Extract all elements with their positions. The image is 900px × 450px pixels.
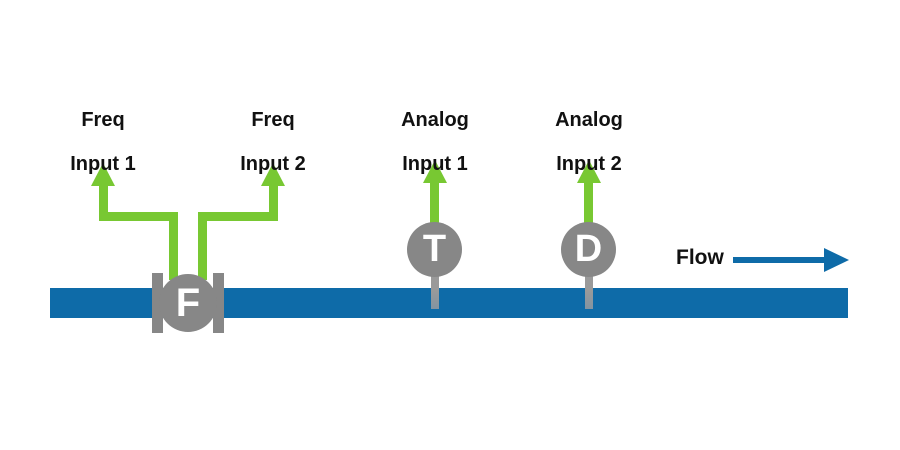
analog-input-1-label-line2: Input 1 bbox=[402, 153, 468, 175]
flow-meter-right-flange bbox=[213, 273, 224, 333]
freq-input-1-arrow-icon bbox=[91, 163, 115, 186]
density-sensor-icon: D bbox=[561, 222, 616, 277]
freq-input-2-label-line1: Freq bbox=[251, 109, 295, 131]
temperature-sensor-icon: T bbox=[407, 222, 462, 277]
flow-meter-left-flange bbox=[152, 273, 163, 333]
freq-input-1-label-line2: Input 1 bbox=[70, 153, 136, 175]
analog-input-2-arrow-icon bbox=[577, 160, 601, 183]
freq-input-2-label: Freq Input 2 bbox=[203, 109, 343, 175]
analog-input-2-label-line1: Analog bbox=[555, 109, 623, 131]
freq-input-1-label: Freq Input 1 bbox=[33, 109, 173, 175]
density-sensor-letter: D bbox=[574, 228, 603, 270]
flow-meter-letter: F bbox=[175, 280, 201, 325]
freq1-arrow-stem bbox=[99, 183, 108, 221]
freq1-signal-line-vertical bbox=[169, 212, 178, 280]
freq-input-2-arrow-icon bbox=[261, 163, 285, 186]
freq2-signal-line-vertical bbox=[198, 212, 207, 280]
freq2-arrow-stem bbox=[269, 183, 278, 221]
flow-meter-icon: F bbox=[159, 274, 217, 332]
analog-input-1-label: Analog Input 1 bbox=[365, 109, 505, 175]
analog-input-1-arrow-icon bbox=[423, 160, 447, 183]
freq1-signal-line-horizontal bbox=[99, 212, 178, 221]
flow-arrow-shaft bbox=[733, 257, 825, 263]
freq-input-2-label-line2: Input 2 bbox=[240, 153, 306, 175]
analog2-arrow-stem bbox=[584, 180, 593, 225]
temperature-sensor-letter: T bbox=[422, 228, 447, 270]
flow-direction-arrow-icon bbox=[824, 248, 849, 272]
temperature-sensor-stem bbox=[431, 275, 439, 309]
analog-input-2-label-line2: Input 2 bbox=[556, 153, 622, 175]
analog-input-1-label-line1: Analog bbox=[401, 109, 469, 131]
freq-input-1-label-line1: Freq bbox=[81, 109, 125, 131]
freq2-signal-line-horizontal bbox=[198, 212, 278, 221]
density-sensor-stem bbox=[585, 275, 593, 309]
flow-label: Flow bbox=[676, 246, 724, 269]
analog-input-2-label: Analog Input 2 bbox=[519, 109, 659, 175]
analog1-arrow-stem bbox=[430, 180, 439, 225]
